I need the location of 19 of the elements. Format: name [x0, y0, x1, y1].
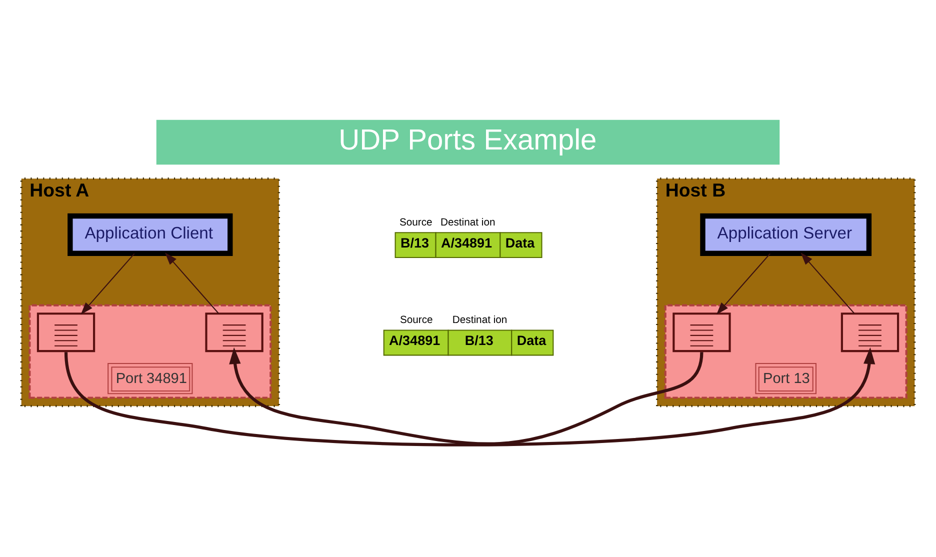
- cluster: Port 13: [664, 304, 908, 398]
- arrow: [164, 252, 219, 314]
- node-label: Destinat ion: [452, 314, 508, 326]
- node-queue: [36, 312, 96, 352]
- arrow: [800, 252, 855, 314]
- arrow: [80, 252, 135, 314]
- node-label: Source: [400, 314, 433, 326]
- arrow: [716, 252, 770, 314]
- node-queue: [672, 312, 731, 352]
- diagram-title: UDP Ports Example: [338, 124, 597, 156]
- node-queue: [205, 312, 264, 352]
- node-box: Application Server: [700, 212, 872, 256]
- node-label: Source: [399, 216, 432, 228]
- node-box: Application Client: [68, 212, 233, 256]
- node-label: Destinat ion: [440, 216, 496, 228]
- arrow: [64, 346, 876, 446]
- arrow: [229, 346, 704, 445]
- node-queue: [840, 312, 900, 352]
- cluster: Port 34891: [28, 304, 272, 398]
